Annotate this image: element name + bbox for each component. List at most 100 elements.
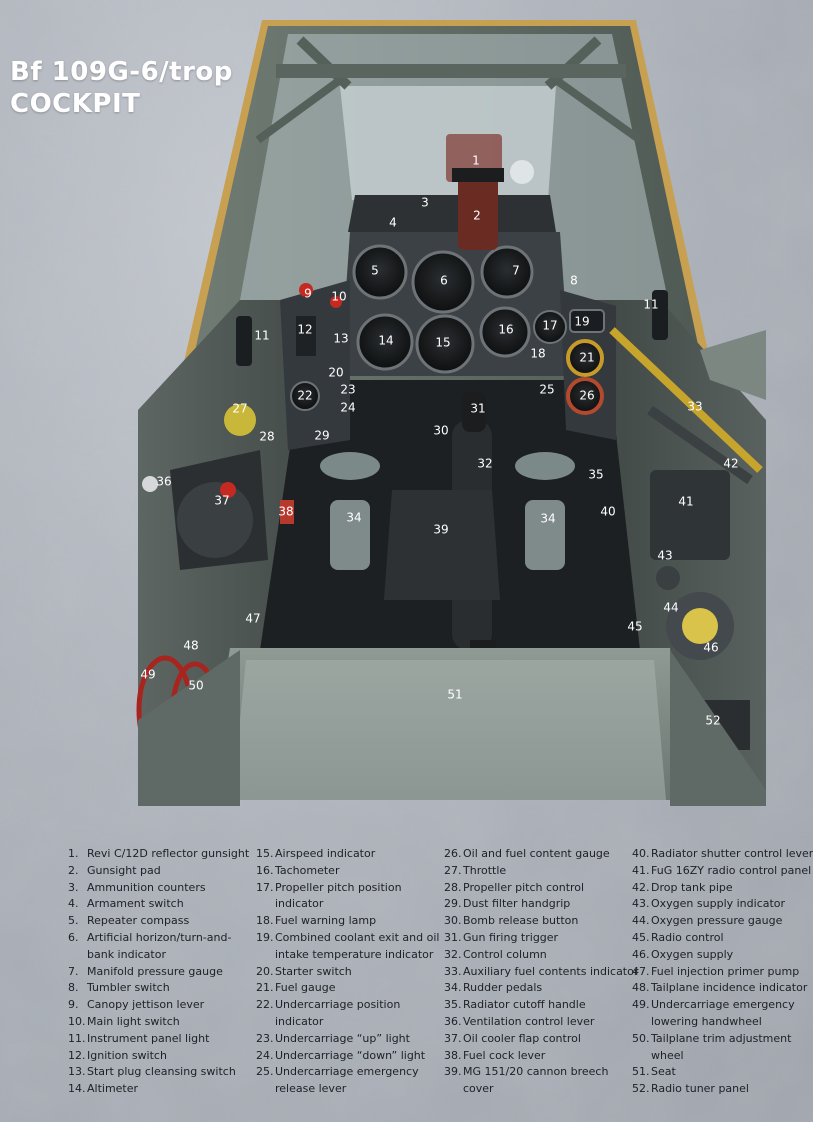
legend-item: 42.Drop tank pipe: [632, 880, 813, 897]
legend-item-text: Rudder pedals: [463, 981, 543, 995]
legend-item: 48.Tailplane incidence indicator: [632, 980, 813, 997]
legend-item-number: 48.: [632, 981, 650, 995]
callout-label: 31: [470, 402, 485, 416]
legend-item: 3.Ammunition counters: [68, 880, 249, 897]
legend-item-number: 52.: [632, 1082, 650, 1096]
legend-item: 15.Airspeed indicator: [256, 846, 439, 863]
rudder-pedals: [320, 452, 575, 570]
legend-item-number: 30.: [444, 914, 462, 928]
legend-item-text: Throttle: [463, 863, 507, 877]
legend-item-text: lowering handwheel: [651, 1014, 762, 1028]
legend-item-number: 40.: [632, 847, 650, 860]
legend-item-number: 46.: [632, 947, 650, 961]
callout-label: 24: [340, 401, 355, 415]
legend-item-number: 25.: [256, 1065, 274, 1079]
legend-item-text: Oxygen supply indicator: [651, 897, 786, 911]
legend-item-text: Ventilation control lever: [463, 1014, 595, 1028]
legend-item-text: Auxiliary fuel contents indicator: [463, 964, 639, 978]
cockpit-illustration: 1 2 3 4 5 6 7 8 9 10 11 11 12 13 14 15 1…: [136, 20, 766, 806]
legend-item-number: 6.: [68, 930, 79, 944]
legend-item-number: 3.: [68, 880, 79, 894]
legend-item: 41.FuG 16ZY radio control panel: [632, 863, 813, 880]
legend-item-text: Dust filter handgrip: [463, 897, 571, 911]
legend-item: 9.Canopy jettison lever: [68, 997, 249, 1014]
callout-label: 34: [346, 511, 361, 525]
legend-item-number: 41.: [632, 863, 650, 877]
legend-item-text: bank indicator: [87, 947, 166, 961]
legend-item: 44.Oxygen pressure gauge: [632, 913, 813, 930]
legend-item-number: 42.: [632, 880, 650, 894]
legend-item-text: Revi C/12D reflector gunsight: [87, 847, 250, 860]
legend-item-text: MG 151/20 cannon breech: [463, 1065, 609, 1079]
callout-label: 19: [574, 315, 589, 329]
callout-label: 3: [421, 196, 429, 210]
legend-item-text: Starter switch: [275, 964, 352, 978]
legend-item-text: intake temperature indicator: [275, 947, 434, 961]
legend-item-number: 5.: [68, 914, 79, 928]
legend-item: 28.Propeller pitch control: [444, 880, 638, 897]
legend-item: 29.Dust filter handgrip: [444, 896, 638, 913]
legend-item-text: Gunsight pad: [87, 863, 161, 877]
legend-item-number: 21.: [256, 981, 274, 995]
legend-item: 14.Altimeter: [68, 1081, 249, 1098]
legend-item-text: wheel: [651, 1048, 684, 1062]
instrument-panel-light-left: [236, 316, 252, 366]
callout-label: 33: [687, 400, 702, 414]
callout-label: 51: [447, 688, 462, 702]
callout-label: 45: [627, 620, 642, 634]
legend-item-number: 44.: [632, 914, 650, 928]
legend-item-text: FuG 16ZY radio control panel: [651, 863, 812, 877]
legend-item-number: 38.: [444, 1048, 462, 1062]
legend-item-text: Undercarriage emergency: [275, 1065, 419, 1079]
cannon-breech-cover: [384, 490, 500, 600]
legend-item-text: Radio tuner panel: [651, 1082, 749, 1096]
legend-item: 37.Oil cooler flap control: [444, 1031, 638, 1048]
legend-item-number: 47.: [632, 964, 650, 978]
callout-label: 36: [156, 475, 171, 489]
artificial-horizon-gauge: [411, 250, 475, 314]
legend-item-text: Radio control: [651, 930, 724, 944]
legend-item-text: Propeller pitch control: [463, 880, 585, 894]
callout-label: 1: [472, 154, 480, 168]
callout-label: 43: [657, 549, 672, 563]
legend-item-text: Fuel cock lever: [463, 1048, 546, 1062]
callout-label: 18: [530, 347, 545, 361]
repeater-compass-gauge: [352, 244, 408, 300]
legend-item-number: 45.: [632, 930, 650, 944]
legend-item: 46.Oxygen supply: [632, 947, 813, 964]
legend-item-number: 28.: [444, 880, 462, 894]
legend-item-text: Drop tank pipe: [651, 880, 733, 894]
callout-label: 40: [600, 505, 615, 519]
legend-item: 43.Oxygen supply indicator: [632, 896, 813, 913]
callout-label: 20: [328, 366, 343, 380]
legend-item: 24.Undercarriage “down” light: [256, 1048, 439, 1065]
tachometer-gauge: [479, 306, 531, 358]
callout-label: 15: [435, 336, 450, 350]
callout-label: 23: [340, 383, 355, 397]
callout-label: 26: [579, 389, 594, 403]
legend-item-number: 18.: [256, 914, 274, 928]
callout-label: 11: [643, 298, 658, 312]
callout-label: 34: [540, 512, 555, 526]
legend-item-number: 20.: [256, 964, 274, 978]
legend-item: 13.Start plug cleansing switch: [68, 1064, 249, 1081]
callout-label: 30: [433, 424, 448, 438]
legend-item: 35.Radiator cutoff handle: [444, 997, 638, 1014]
callout-label: 17: [542, 319, 557, 333]
legend-item: 51.Seat: [632, 1064, 813, 1081]
legend-item-text: Start plug cleansing switch: [87, 1065, 236, 1079]
legend-item-number: 8.: [68, 981, 79, 995]
legend-item: 21.Fuel gauge: [256, 980, 439, 997]
left-console: [142, 283, 342, 570]
legend-item: 10.Main light switch: [68, 1014, 249, 1031]
legend-item-text: Tailplane incidence indicator: [651, 981, 808, 995]
callout-label: 4: [389, 216, 397, 230]
legend-item-text: Repeater compass: [87, 914, 190, 928]
instrument-panel-light-right: [652, 290, 668, 340]
legend-item-number: 32.: [444, 947, 462, 961]
callout-label: 37: [214, 494, 229, 508]
